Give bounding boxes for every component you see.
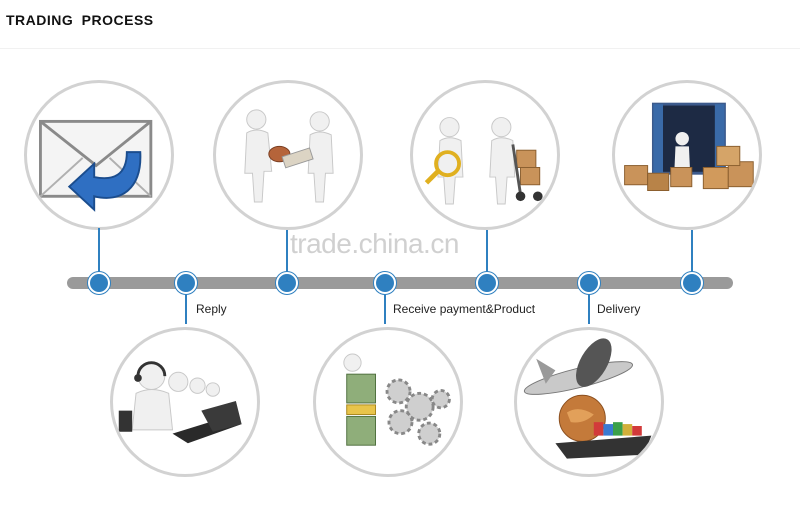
timeline-node-2 xyxy=(175,272,197,294)
connector-1 xyxy=(98,228,100,278)
agreement-circle xyxy=(213,80,363,230)
inquiry-circle xyxy=(24,80,174,230)
email-envelope-icon xyxy=(39,119,153,212)
production-circle xyxy=(313,327,463,477)
connector-3 xyxy=(286,230,288,278)
logistics-circle xyxy=(514,327,664,477)
timeline-node-1 xyxy=(88,272,110,294)
timeline-node-7 xyxy=(681,272,703,294)
inspection-circle xyxy=(410,80,560,230)
customer-service-icon xyxy=(118,361,242,444)
shipment-circle xyxy=(612,80,762,230)
step-label-reply: Reply xyxy=(196,302,227,316)
timeline-node-5 xyxy=(476,272,498,294)
plane-ship-globe-icon xyxy=(523,338,652,459)
page-title: TRADING PROCESS xyxy=(6,12,154,28)
money-gears-icon xyxy=(343,353,451,446)
timeline-node-6 xyxy=(578,272,600,294)
timeline-node-3 xyxy=(276,272,298,294)
connector-2 xyxy=(185,288,187,324)
support-circle xyxy=(110,327,260,477)
timeline-node-4 xyxy=(374,272,396,294)
contract-handshake-icon xyxy=(244,109,334,203)
container-cargo-icon xyxy=(624,102,754,191)
connector-5 xyxy=(486,230,488,278)
inspection-loading-icon xyxy=(424,117,543,205)
step-label-receive-payment: Receive payment&Product xyxy=(393,302,536,316)
watermark-text: trade.china.cn xyxy=(290,228,459,259)
connector-6 xyxy=(588,288,590,324)
header-divider xyxy=(0,48,800,49)
connector-7 xyxy=(691,230,693,278)
timeline-bar xyxy=(67,277,733,289)
step-label-delivery: Delivery xyxy=(597,302,641,316)
connector-4 xyxy=(384,288,386,324)
